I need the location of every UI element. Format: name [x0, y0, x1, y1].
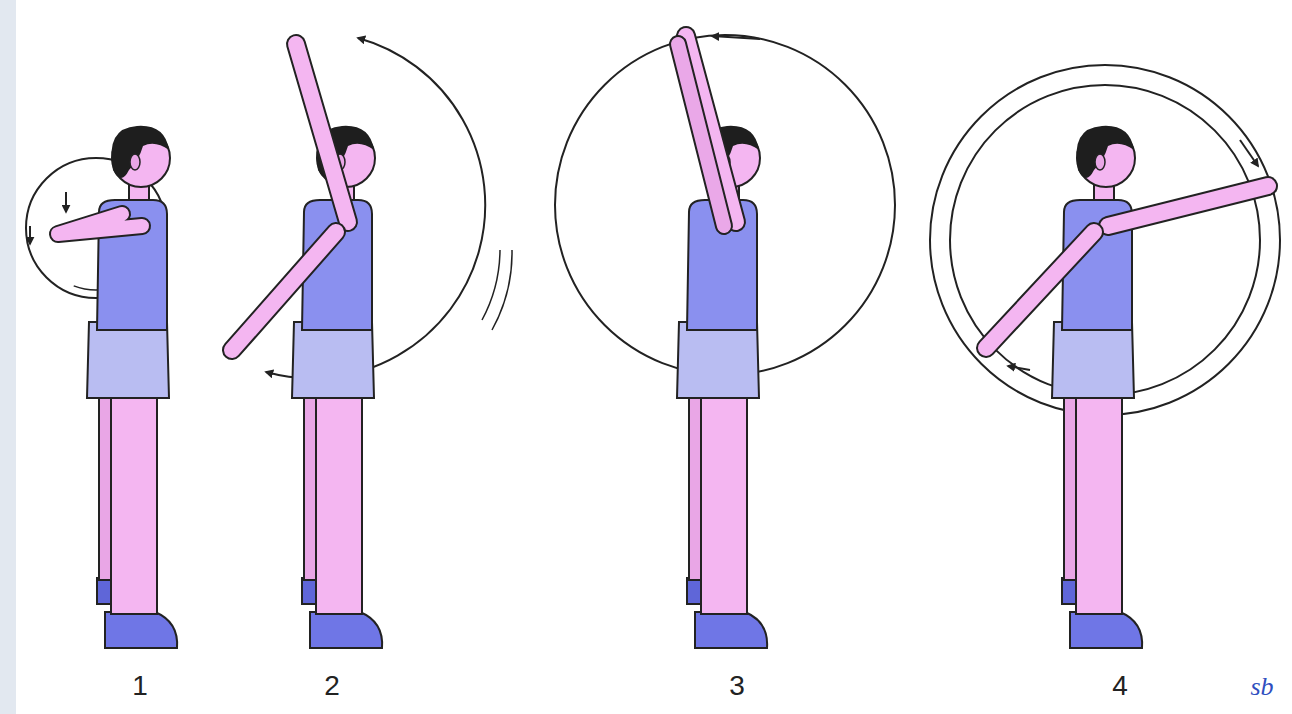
figure-number: 1 — [132, 672, 148, 700]
signature: sb — [1250, 674, 1273, 700]
figure-number: 4 — [1112, 672, 1128, 700]
figure-number: 2 — [324, 672, 340, 700]
figure-number: 3 — [729, 672, 745, 700]
